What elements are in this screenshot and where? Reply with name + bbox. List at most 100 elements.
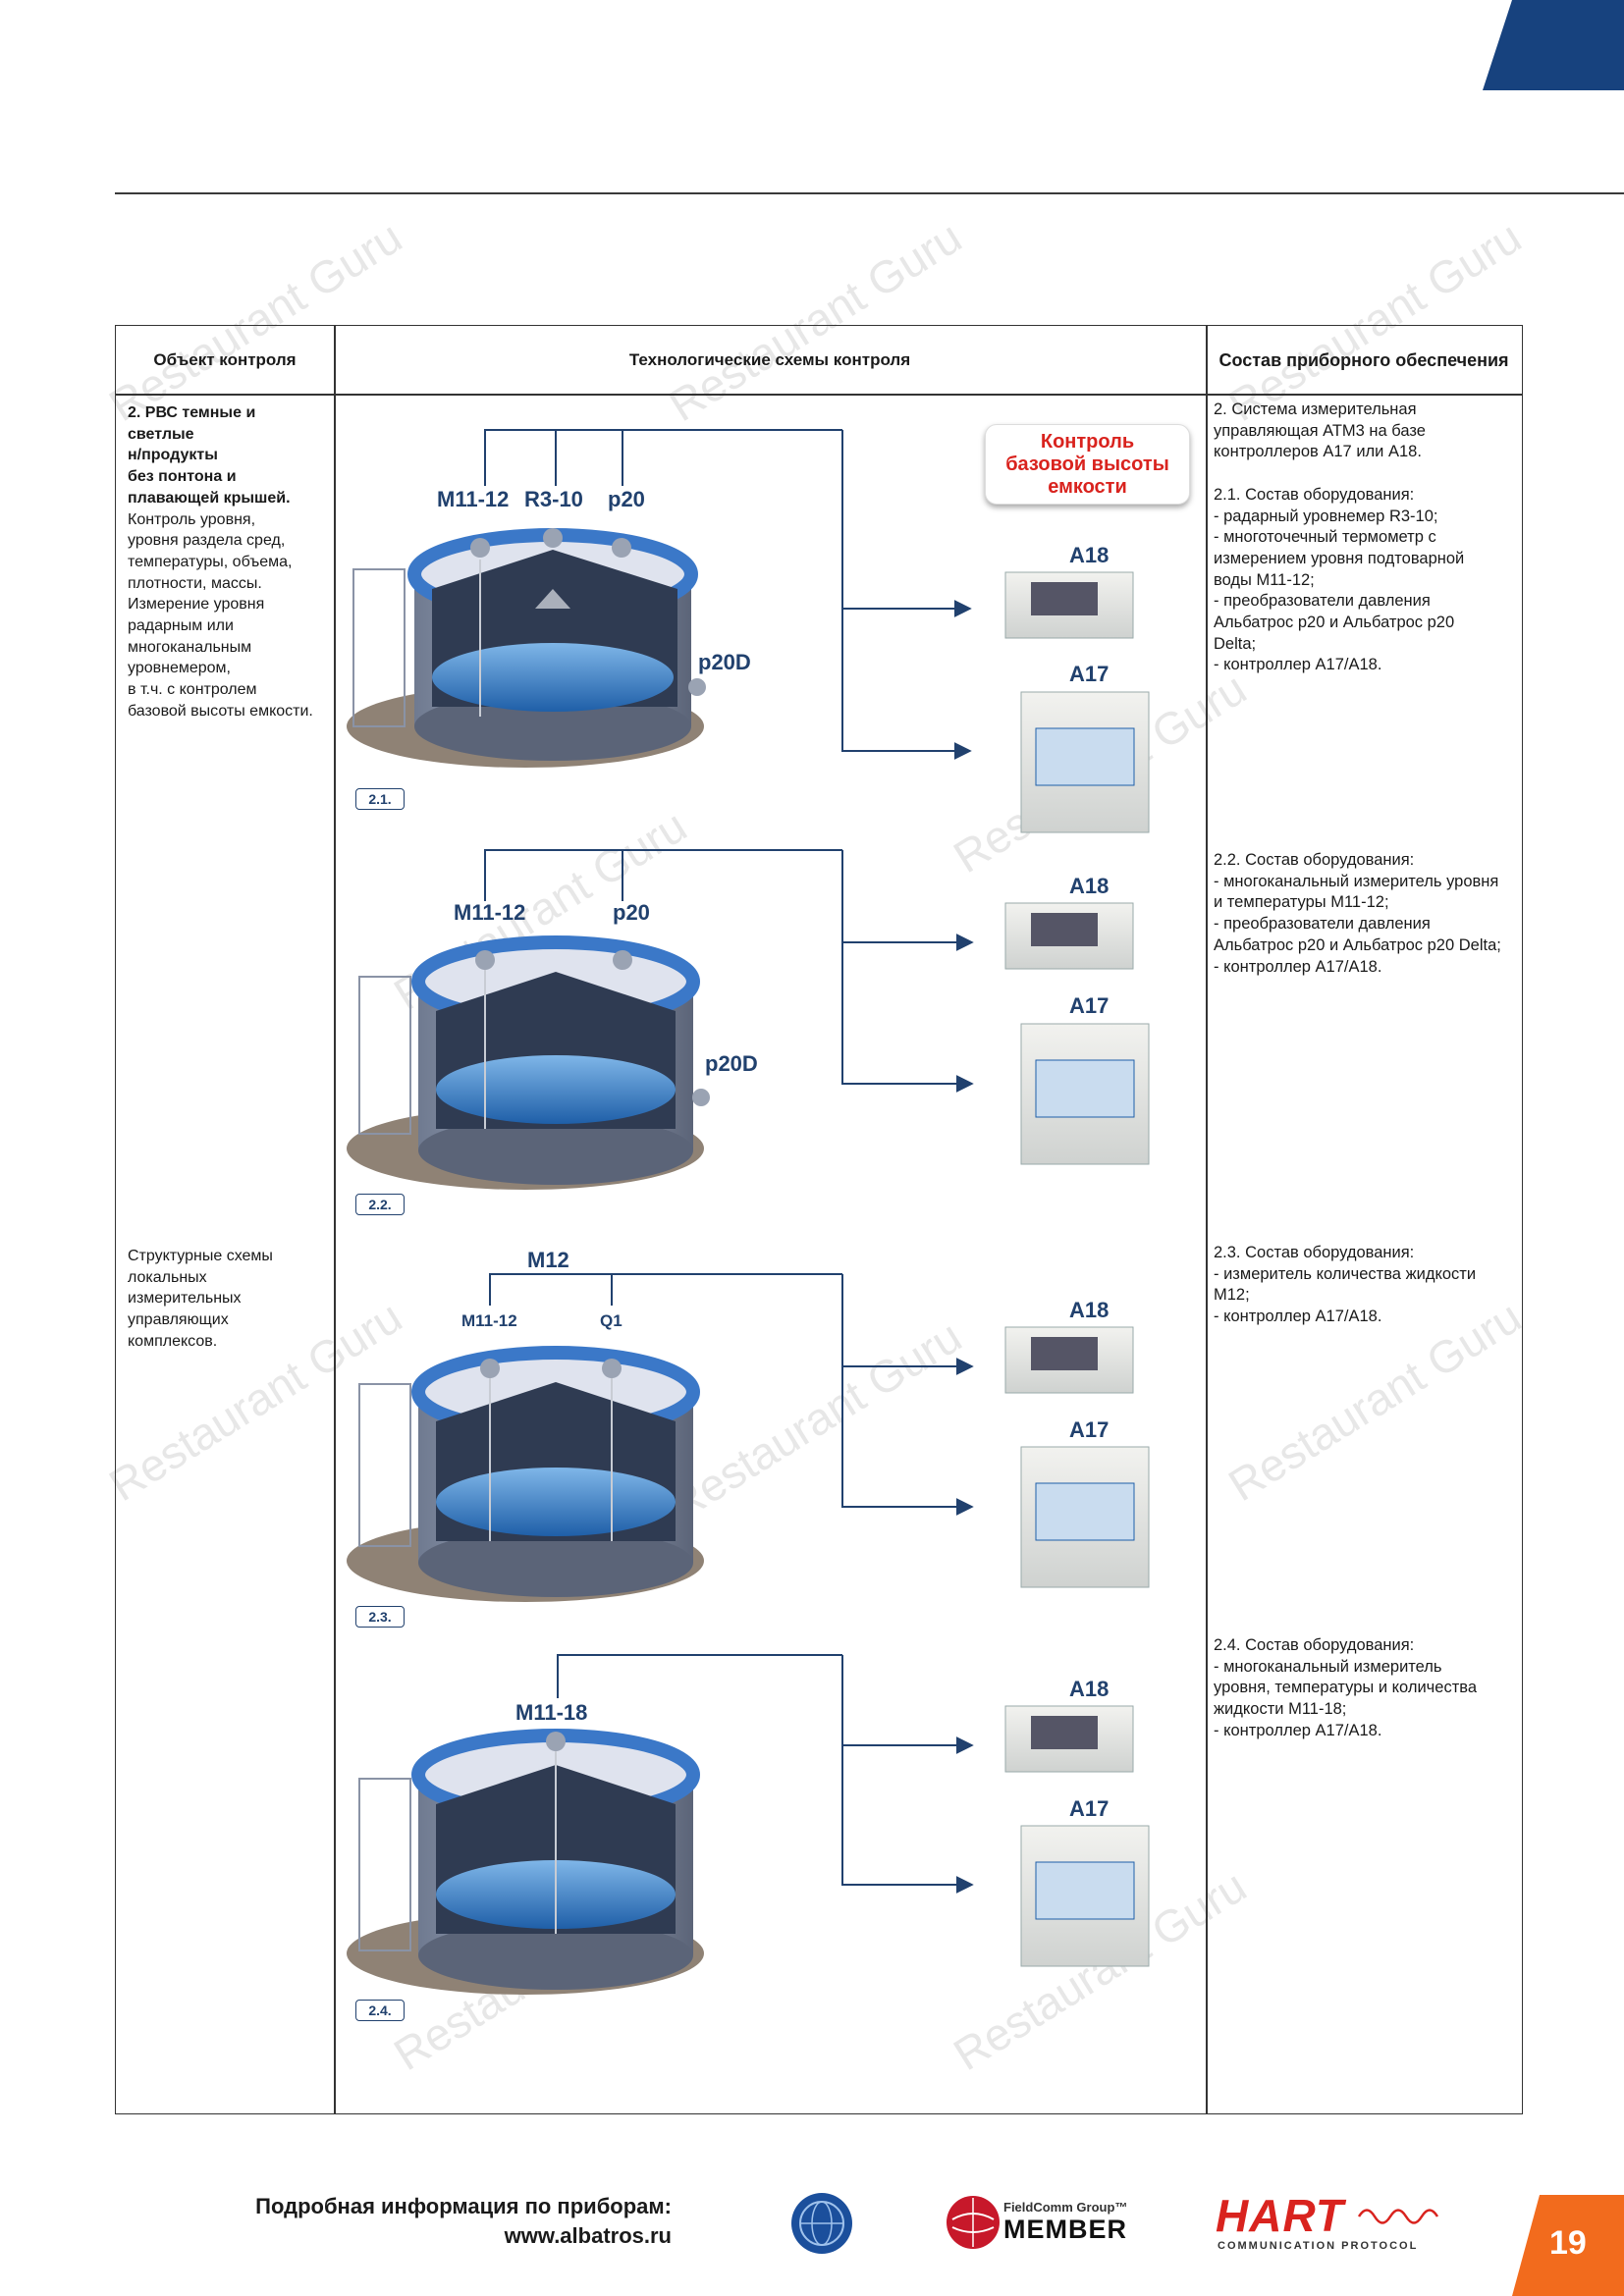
hart-logo-text: HART — [1216, 2190, 1344, 2241]
header-schemes: Технологические схемы контроля — [628, 350, 911, 369]
structure-note: Структурные схемы локальных измерительны… — [128, 1246, 329, 1353]
tank-ladder — [358, 1383, 411, 1547]
scheme-tag-2-1: 2.1. — [355, 788, 405, 810]
tank-bottom — [418, 1528, 693, 1597]
header-divider — [116, 394, 1522, 396]
title-line: без понтона и — [128, 468, 237, 486]
desc-line: уровня раздела сред, — [128, 532, 286, 550]
top-rule — [115, 192, 1624, 194]
title-line: 2. РВС темные и — [128, 404, 256, 421]
scheme-2-4: M11-18 A18 A17 — [347, 1654, 1150, 1995]
label-m12: M12 — [527, 1248, 569, 1272]
member-text: MEMBER — [1003, 2215, 1127, 2244]
label-a18: A18 — [1069, 1298, 1109, 1322]
a17-screen — [1035, 1482, 1135, 1541]
fieldcomm-logo-icon — [947, 2196, 1000, 2249]
signal-line — [484, 429, 842, 486]
sensor-m11-12 — [475, 950, 495, 970]
fieldcomm-text: FieldComm Group™ — [1003, 2200, 1128, 2215]
scheme-2-2: M11-12 p20 p20D A18 A17 — [347, 849, 1150, 1190]
desc-line: в т.ч. с контролем — [128, 681, 257, 699]
sensor-r3-10 — [543, 528, 563, 548]
footer-url[interactable]: www.albatros.ru — [504, 2223, 672, 2248]
object-description: 2. РВС темные и светлые н/продукты без п… — [128, 402, 329, 722]
scheme-tag-2-3: 2.3. — [355, 1606, 405, 1628]
label-r3-10: R3-10 — [524, 487, 583, 511]
desc-line: плотности, массы. — [128, 574, 262, 592]
struct-line: комплексов. — [128, 1332, 218, 1350]
a18-display — [1031, 913, 1098, 946]
label-a17: A17 — [1069, 1796, 1109, 1821]
struct-line: управляющих — [128, 1311, 229, 1329]
page-number-tab — [1512, 2195, 1624, 2296]
radar-horn — [535, 589, 570, 609]
header-equipment: Состав приборного обеспечения — [1218, 349, 1509, 370]
a18-display — [1031, 1716, 1098, 1749]
title-line: плавающей крышей. — [128, 489, 291, 507]
a17-screen — [1035, 727, 1135, 786]
signal-arrow-a17 — [841, 850, 974, 1093]
label-m11-12: M11-12 — [454, 900, 525, 925]
tank-bottom — [418, 1116, 693, 1185]
a18-display — [1031, 1337, 1098, 1370]
column-divider — [334, 326, 336, 2113]
sensor-m11-12 — [470, 538, 490, 558]
tank-ladder — [358, 1778, 411, 1951]
tank-ladder — [358, 976, 411, 1135]
sensor-p20 — [612, 538, 631, 558]
equipment-2-3: 2.3. Состав оборудования: - измеритель к… — [1214, 1244, 1477, 1326]
a17-screen — [1035, 1059, 1135, 1118]
label-q1: Q1 — [600, 1311, 623, 1330]
tank-ladder — [352, 568, 406, 727]
label-p20d: p20D — [698, 650, 751, 674]
desc-line: многоканальным — [128, 638, 252, 656]
label-p20d: p20D — [705, 1051, 758, 1076]
signal-line — [557, 1654, 842, 1698]
base-height-callout: Контроль базовой высоты емкости — [985, 424, 1190, 505]
desc-line: уровнемером, — [128, 660, 231, 677]
scheme-tag-2-4: 2.4. — [355, 2000, 405, 2021]
tank-bottom — [414, 692, 691, 761]
label-p20: p20 — [608, 487, 645, 511]
equipment-2-1: 2. Система измерительная управляющая АТМ… — [1214, 400, 1465, 674]
desc-line: температуры, объема, — [128, 553, 293, 570]
a18-display — [1031, 582, 1098, 615]
label-m11-12: M11-12 — [461, 1311, 517, 1330]
struct-line: локальных — [128, 1268, 207, 1286]
equipment-2-2: 2.2. Состав оборудования: - многоканальн… — [1214, 851, 1501, 976]
sensor-p20d — [692, 1089, 710, 1106]
struct-line: измерительных — [128, 1290, 242, 1308]
label-p20: p20 — [613, 900, 650, 925]
hart-subtitle: COMMUNICATION PROTOCOL — [1218, 2240, 1419, 2252]
a17-screen — [1035, 1861, 1135, 1920]
wave-icon — [1357, 2209, 1439, 2224]
desc-line: Контроль уровня, — [128, 510, 256, 528]
desc-line: Измерение уровня — [128, 596, 265, 614]
column-divider — [1206, 326, 1208, 2113]
title-line: н/продукты — [128, 447, 218, 464]
header-object: Объект контроля — [153, 350, 297, 369]
tank-liquid — [432, 643, 674, 712]
scheme-2-1: M11-12 R3-10 p20 p20D A18 A17 — [347, 429, 1150, 833]
control-table: Объект контроля Технологические схемы ко… — [115, 325, 1523, 2114]
sensor-m11-18 — [546, 1732, 566, 1751]
globe-logo-icon — [791, 2193, 852, 2254]
tank-bottom — [418, 1921, 693, 1990]
label-a17: A17 — [1069, 662, 1109, 686]
signal-line — [484, 849, 842, 901]
label-a18: A18 — [1069, 1677, 1109, 1701]
tank-liquid — [436, 1055, 676, 1124]
label-a17: A17 — [1069, 1417, 1109, 1442]
tank-liquid — [436, 1468, 676, 1536]
footer-info: Подробная информация по приборам: www.al… — [255, 2192, 672, 2251]
label-a18: A18 — [1069, 543, 1109, 567]
signal-line — [489, 1273, 842, 1306]
label-a18: A18 — [1069, 874, 1109, 898]
label-m11-18: M11-18 — [515, 1700, 587, 1725]
sensor-p20 — [613, 950, 632, 970]
desc-line: радарным или — [128, 617, 234, 635]
scheme-2-3: M12 M11-12 Q1 A18 A17 — [347, 1248, 1150, 1602]
equipment-2-4: 2.4. Состав оборудования: - многоканальн… — [1214, 1636, 1478, 1739]
sensor-m11-12 — [480, 1359, 500, 1378]
